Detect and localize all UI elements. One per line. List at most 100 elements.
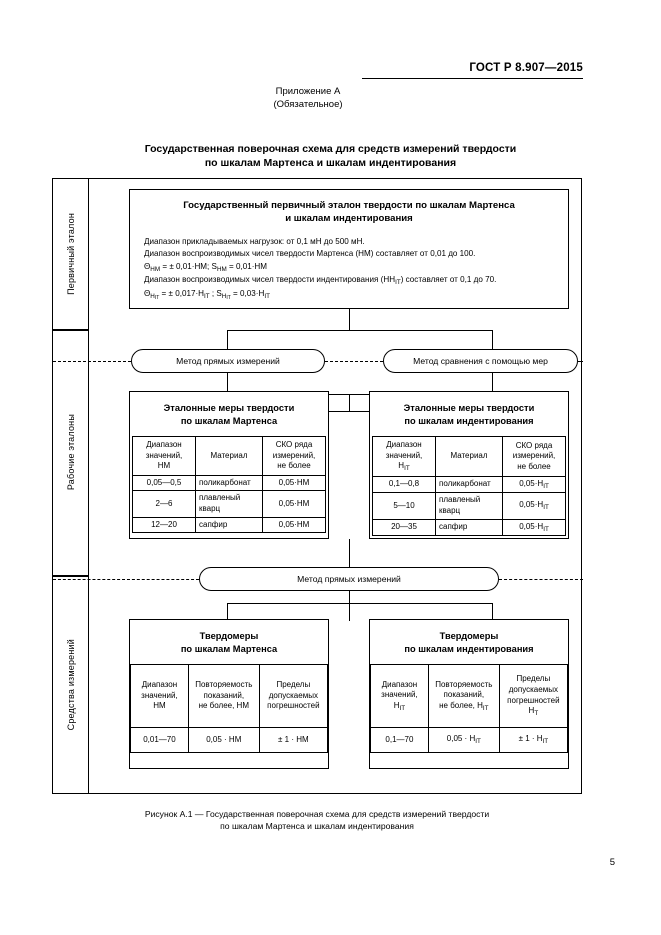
ht-m-th-limits: Пределы допускаемых погрешностей	[258, 664, 329, 728]
ht-i-th-limits: Пределы допускаемых погрешностей HT	[498, 664, 569, 728]
ws-m-range-2: 12—20	[132, 516, 196, 534]
hardness-tester-martens-box: Твердомеры по шкалам Мартенса Диапазон з…	[129, 619, 329, 769]
page-number: 5	[609, 857, 615, 868]
method-direct-oval-1[interactable]: Метод прямых измерений	[131, 349, 325, 373]
appendix-label: Приложение А	[275, 86, 341, 97]
ws-martens-title-line2: по шкалам Мартенса	[180, 415, 278, 426]
working-standard-martens-table: Диапазон значений, НМ Материал СКО ряда …	[132, 436, 326, 534]
connector-method-bus-top	[227, 330, 492, 331]
hm-uncertainty-line: ΘНМ = ± 0,01·НМ; SНМ = 0,01·НМ	[144, 261, 268, 273]
figure-caption-line2: по шкалам Мартенса и шкалам индентирован…	[220, 821, 414, 831]
table-row: 0,05—0,5 поликарбонат 0,05·НМ	[132, 474, 326, 492]
band-primary-standard: Первичный эталон	[53, 179, 88, 329]
ht-i-th-repeat: Повторяемость показаний, не более, HIT	[427, 664, 500, 728]
ws-m-range-1: 2—6	[132, 490, 196, 518]
hardness-tester-indentation-box: Твердомеры по шкалам индентирования Диап…	[369, 619, 569, 769]
primary-standard-body: Диапазон прикладываемых нагрузок: от 0,1…	[144, 236, 568, 301]
table-row: 2—6 плавленый кварц 0,05·НМ	[132, 490, 326, 518]
ws-m-sko-1: 0,05·НМ	[262, 490, 326, 518]
connector-instruments-left-down	[227, 603, 228, 621]
table-row: 0,01—70 0,05 · НМ ± 1 · НМ	[130, 727, 329, 753]
ws-ind-title-line2: по шкалам индентирования	[404, 415, 534, 426]
connector-working-center-down	[349, 394, 350, 411]
figure-caption-line1: Рисунок А.1 — Государственная поверочная…	[144, 809, 490, 819]
working-standard-indentation-table: Диапазон значений, HIT Материал СКО ряда…	[372, 436, 566, 537]
diagram-content: Государственный первичный эталон твердос…	[53, 179, 583, 793]
method-comparison-label: Метод сравнения с помощью мер	[413, 356, 548, 366]
ht-m-limits: ± 1 · НМ	[258, 727, 329, 753]
connector-instruments-right-down	[492, 603, 493, 621]
ht-m-title-line1: Твердомеры	[199, 631, 259, 641]
band-divider-1	[53, 329, 89, 331]
table-row: 0,1—0,8 поликарбонат 0,05·HIT	[372, 475, 566, 494]
primary-standard-box: Государственный первичный эталон твердос…	[129, 189, 569, 309]
band-measuring-instruments: Средства измерений	[53, 577, 88, 792]
ws-m-material-1: плавленый кварц	[195, 490, 263, 518]
table-row: 20—35 сапфир 0,05·HIT	[372, 518, 566, 537]
ws-m-th-sko: СКО ряда измерений, не более	[262, 436, 326, 476]
method-direct-oval-2[interactable]: Метод прямых измерений	[199, 567, 499, 591]
ws-m-sko-2: 0,05·НМ	[262, 516, 326, 534]
primary-standard-title: Государственный первичный эталон твердос…	[130, 199, 568, 225]
ws-ind-title-line1: Эталонные меры твердости	[403, 403, 535, 413]
header-rule	[362, 78, 583, 79]
method-direct-label-1: Метод прямых измерений	[176, 356, 280, 366]
ws-i-range-2: 20—35	[372, 518, 436, 537]
ht-i-title-line2: по шкалам индентирования	[404, 643, 534, 654]
working-standard-martens-title: Эталонные меры твердости по шкалам Марте…	[130, 402, 328, 427]
band-label-instruments: Средства измерений	[65, 638, 76, 731]
standard-number: ГОСТ Р 8.907—2015	[469, 62, 583, 74]
table-header-row: Диапазон значений, НМ Повторяемость пока…	[130, 664, 329, 728]
level-dashed-line-1-left	[53, 361, 131, 362]
ws-i-material-2: сапфир	[435, 518, 503, 537]
connector-working-to-method2	[349, 539, 350, 567]
connector-primary-down	[349, 309, 350, 331]
ws-m-material-0: поликарбонат	[195, 474, 263, 492]
table-header-row: Диапазон значений, НМ Материал СКО ряда …	[132, 436, 326, 476]
ws-i-sko-1: 0,05·HIT	[502, 492, 566, 520]
band-label-primary: Первичный эталон	[65, 213, 76, 295]
hm-range-line: Диапазон воспроизводимых чисел твердости…	[144, 249, 476, 259]
hardness-tester-indentation-title: Твердомеры по шкалам индентирования	[370, 630, 568, 655]
method-direct-label-2: Метод прямых измерений	[297, 574, 401, 584]
ws-i-material-0: поликарбонат	[435, 475, 503, 494]
page-title: Государственная поверочная схема для сре…	[40, 142, 621, 170]
connector-working-bus	[227, 394, 492, 395]
connector-comparison-down	[492, 373, 493, 394]
ws-martens-title-line1: Эталонные меры твердости	[163, 403, 295, 413]
level-dashed-line-2-left	[53, 579, 199, 580]
level-dashed-line-2-right	[499, 579, 583, 580]
ht-m-title-line2: по шкалам Мартенса	[180, 643, 278, 654]
hardness-tester-indentation-table: Диапазон значений, HIT Повторяемость пок…	[370, 664, 569, 753]
ht-m-repeat: 0,05 · НМ	[187, 727, 260, 753]
ws-i-sko-2: 0,05·HIT	[502, 518, 566, 537]
band-label-working: Рабочие эталоны	[65, 414, 76, 491]
ht-m-range: 0,01—70	[130, 727, 189, 753]
level-dashed-line-1-mid	[325, 361, 383, 362]
table-header-row: Диапазон значений, HIT Материал СКО ряда…	[372, 436, 566, 477]
working-standard-indentation-box: Эталонные меры твердости по шкалам инден…	[369, 391, 569, 539]
ht-i-th-range: Диапазон значений, HIT	[370, 664, 429, 728]
ws-m-material-2: сапфир	[195, 516, 263, 534]
ht-i-range: 0,1—70	[370, 727, 429, 753]
connector-to-comparison-oval	[492, 330, 493, 351]
primary-standard-title-line1: Государственный первичный эталон твердос…	[183, 200, 515, 211]
table-header-row: Диапазон значений, HIT Повторяемость пок…	[370, 664, 569, 728]
ht-i-repeat: 0,05 · HIT	[427, 727, 500, 753]
hardness-tester-martens-table: Диапазон значений, НМ Повторяемость пока…	[130, 664, 329, 753]
appendix-heading: Приложение А (Обязательное)	[0, 86, 661, 111]
ws-i-th-range: Диапазон значений, HIT	[372, 436, 436, 477]
connector-method2-down	[349, 591, 350, 621]
band-divider-2	[53, 575, 89, 577]
ws-i-material-1: плавленый кварц	[435, 492, 503, 520]
ht-i-limits: ± 1 · HIT	[498, 727, 569, 753]
ws-m-sko-0: 0,05·НМ	[262, 474, 326, 492]
connector-working-bus-2	[227, 411, 492, 412]
method-comparison-oval[interactable]: Метод сравнения с помощью мер	[383, 349, 578, 373]
ws-m-th-range: Диапазон значений, НМ	[132, 436, 196, 476]
band-working-standards: Рабочие эталоны	[53, 330, 88, 575]
ht-m-th-repeat: Повторяемость показаний, не более, НМ	[187, 664, 260, 728]
connector-direct-down-1	[227, 373, 228, 394]
load-range-line: Диапазон прикладываемых нагрузок: от 0,1…	[144, 237, 365, 246]
